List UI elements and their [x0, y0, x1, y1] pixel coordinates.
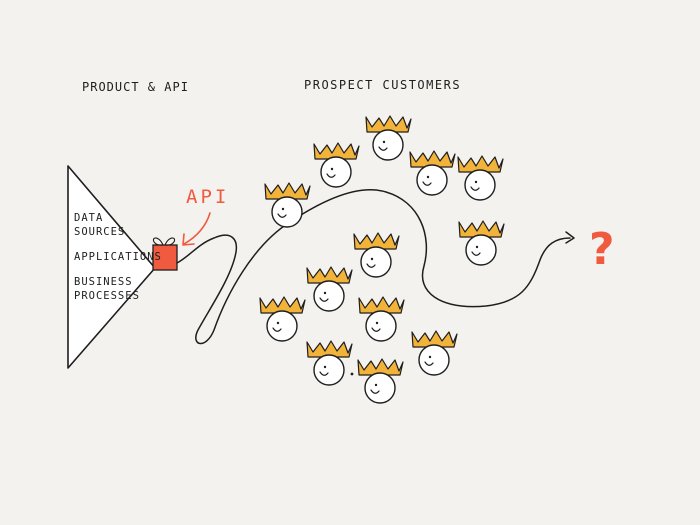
data-sources-label: DATA SOURCES	[74, 212, 126, 238]
customer-figure	[457, 155, 504, 201]
customer-figure	[411, 330, 458, 376]
api-pointer-arrow	[183, 212, 211, 245]
customer-figure	[313, 142, 360, 188]
crown-icon	[457, 155, 504, 173]
crown-icon	[306, 266, 353, 284]
customer-smile	[319, 371, 329, 376]
customer-smile	[326, 173, 336, 178]
crown-icon	[358, 296, 405, 314]
customer-head	[465, 234, 497, 266]
customer-eye	[281, 207, 285, 211]
customer-head	[418, 344, 450, 376]
gift-box-icon	[152, 237, 178, 271]
api-pointer-arrowhead	[182, 233, 195, 246]
customer-eye	[426, 175, 430, 179]
customer-eye	[276, 321, 280, 325]
api-label: API	[186, 186, 230, 208]
customer-figure	[306, 340, 353, 386]
crown-icon	[365, 115, 412, 133]
question-mark-icon: ?	[589, 224, 615, 275]
customer-eye	[428, 355, 432, 359]
customer-figure	[409, 150, 456, 196]
customer-smile	[366, 263, 376, 268]
customer-smile	[371, 327, 381, 332]
customer-head	[271, 196, 303, 228]
customer-eye	[330, 167, 334, 171]
customer-smile	[378, 146, 388, 151]
customer-head	[464, 169, 496, 201]
customer-head	[320, 156, 352, 188]
customer-head	[360, 246, 392, 278]
customer-eye	[374, 383, 378, 387]
customer-eye	[475, 245, 479, 249]
customer-figure	[259, 296, 306, 342]
customer-eye	[323, 291, 327, 295]
journey-path	[176, 188, 571, 345]
customer-head	[266, 310, 298, 342]
crown-icon	[353, 232, 400, 250]
customer-smile	[370, 389, 380, 394]
crown-icon	[458, 220, 505, 238]
customer-eye	[375, 321, 379, 325]
customer-smile	[277, 213, 287, 218]
customer-head	[365, 310, 397, 342]
applications-label: APPLICATIONS	[74, 251, 162, 263]
customer-head	[313, 280, 345, 312]
customer-smile	[319, 297, 329, 302]
product-api-label: PRODUCT & API	[82, 80, 189, 94]
crown-icon	[411, 330, 458, 348]
customer-eye	[382, 140, 386, 144]
prospect-customers-label: PROSPECT CUSTOMERS	[304, 78, 462, 92]
customer-head	[364, 372, 396, 404]
customer-smile	[422, 181, 432, 186]
crown-icon	[259, 296, 306, 314]
crown-icon	[313, 142, 360, 160]
customer-figure	[358, 296, 405, 342]
stray-dot	[350, 372, 354, 376]
customer-smile	[471, 251, 481, 256]
customer-figure	[357, 358, 404, 404]
customer-figure	[353, 232, 400, 278]
crown-icon	[357, 358, 404, 376]
customer-head	[372, 129, 404, 161]
customer-smile	[424, 361, 434, 366]
customer-smile	[470, 186, 480, 191]
customer-eye	[323, 365, 327, 369]
customer-figure	[306, 266, 353, 312]
customer-eye	[370, 257, 374, 261]
crown-icon	[306, 340, 353, 358]
customer-head	[313, 354, 345, 386]
crown-icon	[264, 182, 311, 200]
customer-head	[416, 164, 448, 196]
customer-group	[259, 115, 505, 404]
customer-eye	[474, 180, 478, 184]
product-triangle	[67, 165, 156, 369]
customer-figure	[365, 115, 412, 161]
customer-figure	[458, 220, 505, 266]
journey-arrowhead	[565, 231, 575, 244]
customer-smile	[272, 327, 282, 332]
customer-figure	[264, 182, 311, 228]
business-processes-label: BUSINESS PROCESSES	[74, 276, 140, 302]
crown-icon	[409, 150, 456, 168]
